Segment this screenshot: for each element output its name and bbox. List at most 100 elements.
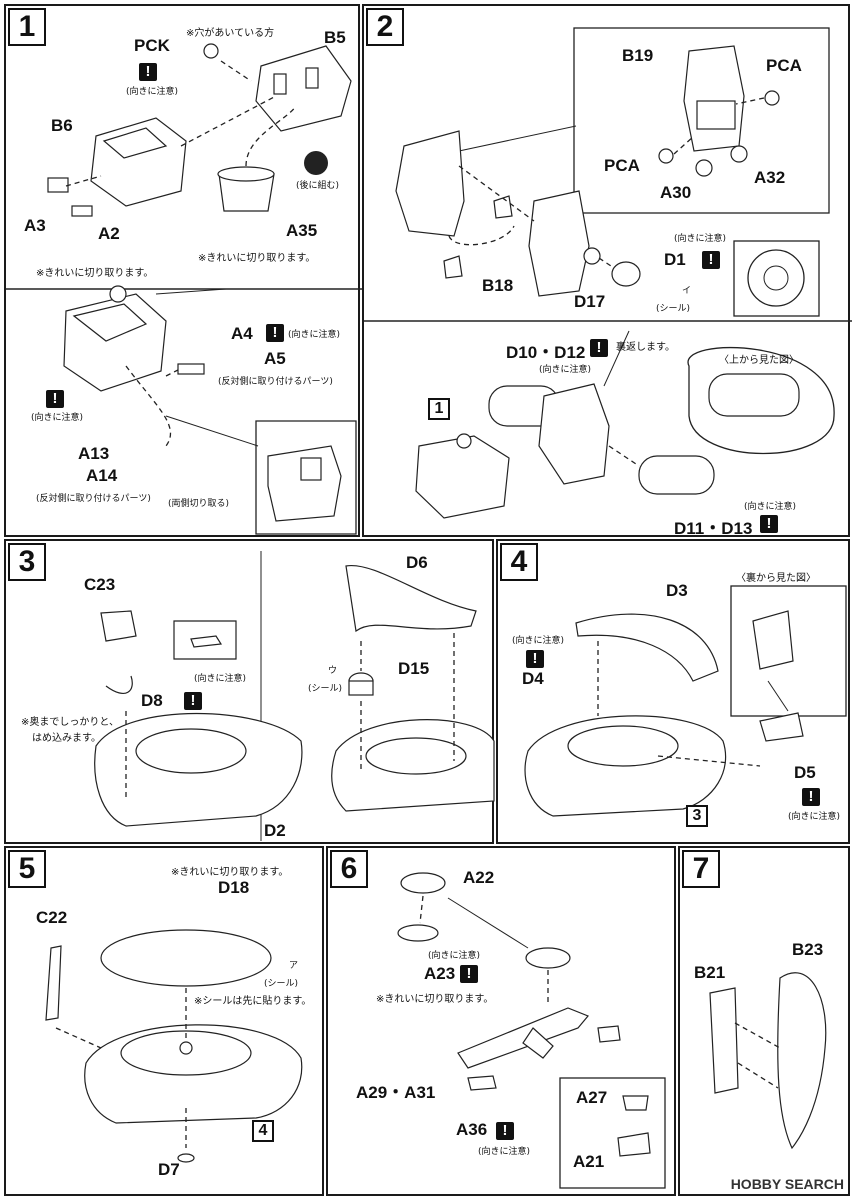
d5-label: D5 xyxy=(794,763,816,782)
d2-label: D2 xyxy=(264,821,286,840)
step-4-illustration xyxy=(524,585,847,817)
c22-label: C22 xyxy=(36,908,68,927)
warning-icon: ! xyxy=(184,690,202,710)
d8-label: D8 xyxy=(141,691,163,710)
b6-label: B6 xyxy=(51,116,73,135)
d4-label: D4 xyxy=(522,669,544,688)
warning-icon: ! xyxy=(760,513,778,533)
a32-label: A32 xyxy=(754,168,786,187)
step-7-panel: 7 B21 B23 xyxy=(678,846,850,1196)
a21-label: A21 xyxy=(573,1152,605,1171)
pca-label: PCA xyxy=(604,156,640,175)
top-view-title: 〈上から見た図〉 xyxy=(719,355,799,366)
cut-both-note: (両側切り取る) xyxy=(168,499,230,509)
warning-icon: ! xyxy=(590,337,608,357)
a29-a31-label: A29・A31 xyxy=(356,1083,436,1102)
b23-label: B23 xyxy=(792,940,824,959)
d10-d12-label: D10・D12 xyxy=(506,343,586,362)
warning-icon: ! xyxy=(46,388,64,408)
attention-note: (向きに注意) xyxy=(126,87,179,97)
attention-note: (向きに注意) xyxy=(788,812,841,822)
warning-icon: ! xyxy=(460,963,478,983)
d18-label: D18 xyxy=(218,878,250,897)
back-assembly-note: (後に組む) xyxy=(296,181,340,191)
b5-label: B5 xyxy=(324,28,346,47)
a35-label: A35 xyxy=(286,221,318,240)
opposite-side-note: (反対側に取り付けるパーツ) xyxy=(218,377,333,387)
step-reference: 3 xyxy=(686,805,708,827)
attention-note: (向きに注意) xyxy=(288,330,341,340)
attention-note: (向きに注意) xyxy=(539,365,592,375)
sticker-mark: イ xyxy=(682,286,692,296)
step-4-panel: 4 D3 〈裏から見た図〉 (向きに注意) ! D4 D5 ! (向きに注意) … xyxy=(496,539,850,844)
step-number: 5 xyxy=(8,850,46,888)
attention-note: (向きに注意) xyxy=(194,674,247,684)
back-view-title: 〈裏から見た図〉 xyxy=(736,573,816,584)
step-5-illustration xyxy=(45,929,303,1163)
step-2-panel: 2 xyxy=(362,4,852,538)
sticker-note: (シール) xyxy=(656,304,691,314)
cut-clean-note: ※きれいに切り取ります。 xyxy=(36,268,154,279)
a5-label: A5 xyxy=(264,349,286,368)
flip-note: 裏返します。 xyxy=(616,342,675,353)
attention-note: (向きに注意) xyxy=(744,502,797,512)
sticker-first-note: ※シールは先に貼ります。 xyxy=(194,996,312,1007)
pca-label: PCA xyxy=(766,56,802,75)
step-5-panel: 5 ※きれいに切り取ります。 D18 C22 ア (シール) ※シールは先に貼り… xyxy=(4,846,324,1196)
d3-label: D3 xyxy=(666,581,688,600)
sticker-mark: ア xyxy=(289,961,299,971)
step-6-illustration xyxy=(397,872,666,1189)
sticker-note: (シール) xyxy=(264,979,299,989)
step-number: 2 xyxy=(366,8,404,46)
step-1-panel: 1 xyxy=(4,4,362,537)
step-reference: 4 xyxy=(252,1120,274,1142)
cut-clean-note: ※きれいに切り取ります。 xyxy=(198,253,316,264)
warning-icon: ! xyxy=(139,61,157,81)
attention-note: (向きに注意) xyxy=(478,1147,531,1157)
watermark-logo: HOBBY SEARCH xyxy=(730,1176,844,1192)
d1-label: D1 xyxy=(664,250,686,269)
opposite-side-note: (反対側に取り付けるパーツ) xyxy=(36,494,151,504)
b19-label: B19 xyxy=(622,46,654,65)
a36-label: A36 xyxy=(456,1120,488,1139)
pck-label: PCK xyxy=(134,36,170,55)
step-number: 7 xyxy=(682,850,720,888)
attention-note: (向きに注意) xyxy=(428,951,481,961)
step-number: 3 xyxy=(8,543,46,581)
step-reference: 1 xyxy=(428,398,450,420)
push-note: ※奥までしっかりと、 xyxy=(21,717,119,728)
push-note: はめ込みます。 xyxy=(32,733,101,744)
step-3-panel: 3 C23 (向きに注意) D8 ! ※奥までしっかりと、 はめ込みます。 D2… xyxy=(4,539,495,844)
a30-label: A30 xyxy=(660,183,692,202)
b18-label: B18 xyxy=(482,276,514,295)
step-number: 6 xyxy=(330,850,368,888)
d17-label: D17 xyxy=(574,292,606,311)
a13-label: A13 xyxy=(78,444,110,463)
warning-icon: ! xyxy=(702,249,720,269)
a2-label: A2 xyxy=(98,224,120,243)
attention-note: (向きに注意) xyxy=(512,636,565,646)
warning-icon: ! xyxy=(496,1120,514,1140)
b21-label: B21 xyxy=(694,963,726,982)
step-2-illustration xyxy=(364,27,852,519)
step-number: 4 xyxy=(500,543,538,581)
warning-icon: ! xyxy=(266,322,284,342)
a22-label: A22 xyxy=(463,868,495,887)
a14-label: A14 xyxy=(86,466,118,485)
a27-label: A27 xyxy=(576,1088,608,1107)
cut-clean-note: ※きれいに切り取ります。 xyxy=(376,994,494,1005)
hole-note: ※穴があいている方 xyxy=(186,28,275,39)
attention-note: (向きに注意) xyxy=(31,413,84,423)
sticker-note: (シール) xyxy=(308,684,343,694)
step-3-illustration xyxy=(94,551,495,841)
a4-label: A4 xyxy=(231,324,253,343)
d6-label: D6 xyxy=(406,553,428,572)
sticker-mark: ウ xyxy=(328,666,338,676)
a3-label: A3 xyxy=(24,216,46,235)
d11-d13-label: D11・D13 xyxy=(674,519,753,538)
attention-note: (向きに注意) xyxy=(674,234,727,244)
d7-label: D7 xyxy=(158,1160,180,1179)
step-number: 1 xyxy=(8,8,46,46)
a23-label: A23 xyxy=(424,964,456,983)
warning-icon: ! xyxy=(526,648,544,668)
